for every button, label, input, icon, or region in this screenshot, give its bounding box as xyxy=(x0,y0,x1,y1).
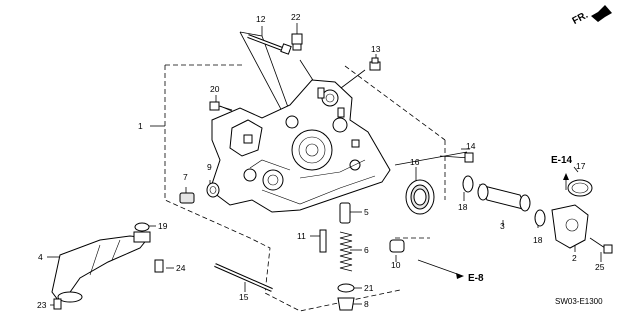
callout-13: 13 xyxy=(371,44,381,54)
callout-12: 12 xyxy=(256,14,266,24)
callout-21: 21 xyxy=(364,283,374,293)
bolt-12 xyxy=(247,34,292,55)
callout-16: 16 xyxy=(410,157,420,167)
pipe-assembly xyxy=(462,175,613,254)
callout-18b: 18 xyxy=(533,235,543,245)
oil-pump-body xyxy=(209,79,391,213)
callout-8: 8 xyxy=(364,299,369,309)
callout-10: 10 xyxy=(391,260,401,270)
callout-7: 7 xyxy=(183,172,188,182)
bolt-14 xyxy=(439,152,474,163)
callout-23: 23 xyxy=(37,300,47,310)
callout-3: 3 xyxy=(500,221,505,231)
callout-15: 15 xyxy=(239,292,249,302)
callout-20: 20 xyxy=(210,84,220,94)
assembly-boundary xyxy=(164,64,446,312)
front-arrow-icon xyxy=(591,5,612,22)
oil-strainer xyxy=(51,222,164,310)
callout-24: 24 xyxy=(176,263,186,273)
relief-valve-parts xyxy=(214,202,405,311)
callout-5: 5 xyxy=(364,207,369,217)
diagram-code: SW03-E1300 xyxy=(555,297,603,306)
callout-17: 17 xyxy=(576,161,586,171)
callout-2: 2 xyxy=(572,253,577,263)
callout-4: 4 xyxy=(38,252,43,262)
oil-seal-16 xyxy=(405,179,435,215)
bolt-20 xyxy=(209,101,233,111)
callout-18a: 18 xyxy=(458,202,468,212)
callout-9: 9 xyxy=(207,162,212,172)
callout-6: 6 xyxy=(364,245,369,255)
callout-22: 22 xyxy=(291,12,301,22)
callout-1: 1 xyxy=(138,121,143,131)
callout-14: 14 xyxy=(466,141,476,151)
bolt-13 xyxy=(369,57,381,71)
plug-7 xyxy=(179,192,195,204)
callout-25: 25 xyxy=(595,262,605,272)
ref-e14: E-14 xyxy=(551,155,573,166)
callout-11: 11 xyxy=(297,231,306,241)
callout-labels: 1 2 3 4 5 6 7 8 9 10 11 12 13 14 15 16 1… xyxy=(37,12,605,310)
callout-19: 19 xyxy=(158,221,168,231)
ref-arrows xyxy=(456,173,569,279)
plug-22 xyxy=(291,33,303,51)
washer-9 xyxy=(206,182,220,198)
front-label: FR. xyxy=(571,10,591,27)
ref-e8: E-8 xyxy=(468,273,484,284)
